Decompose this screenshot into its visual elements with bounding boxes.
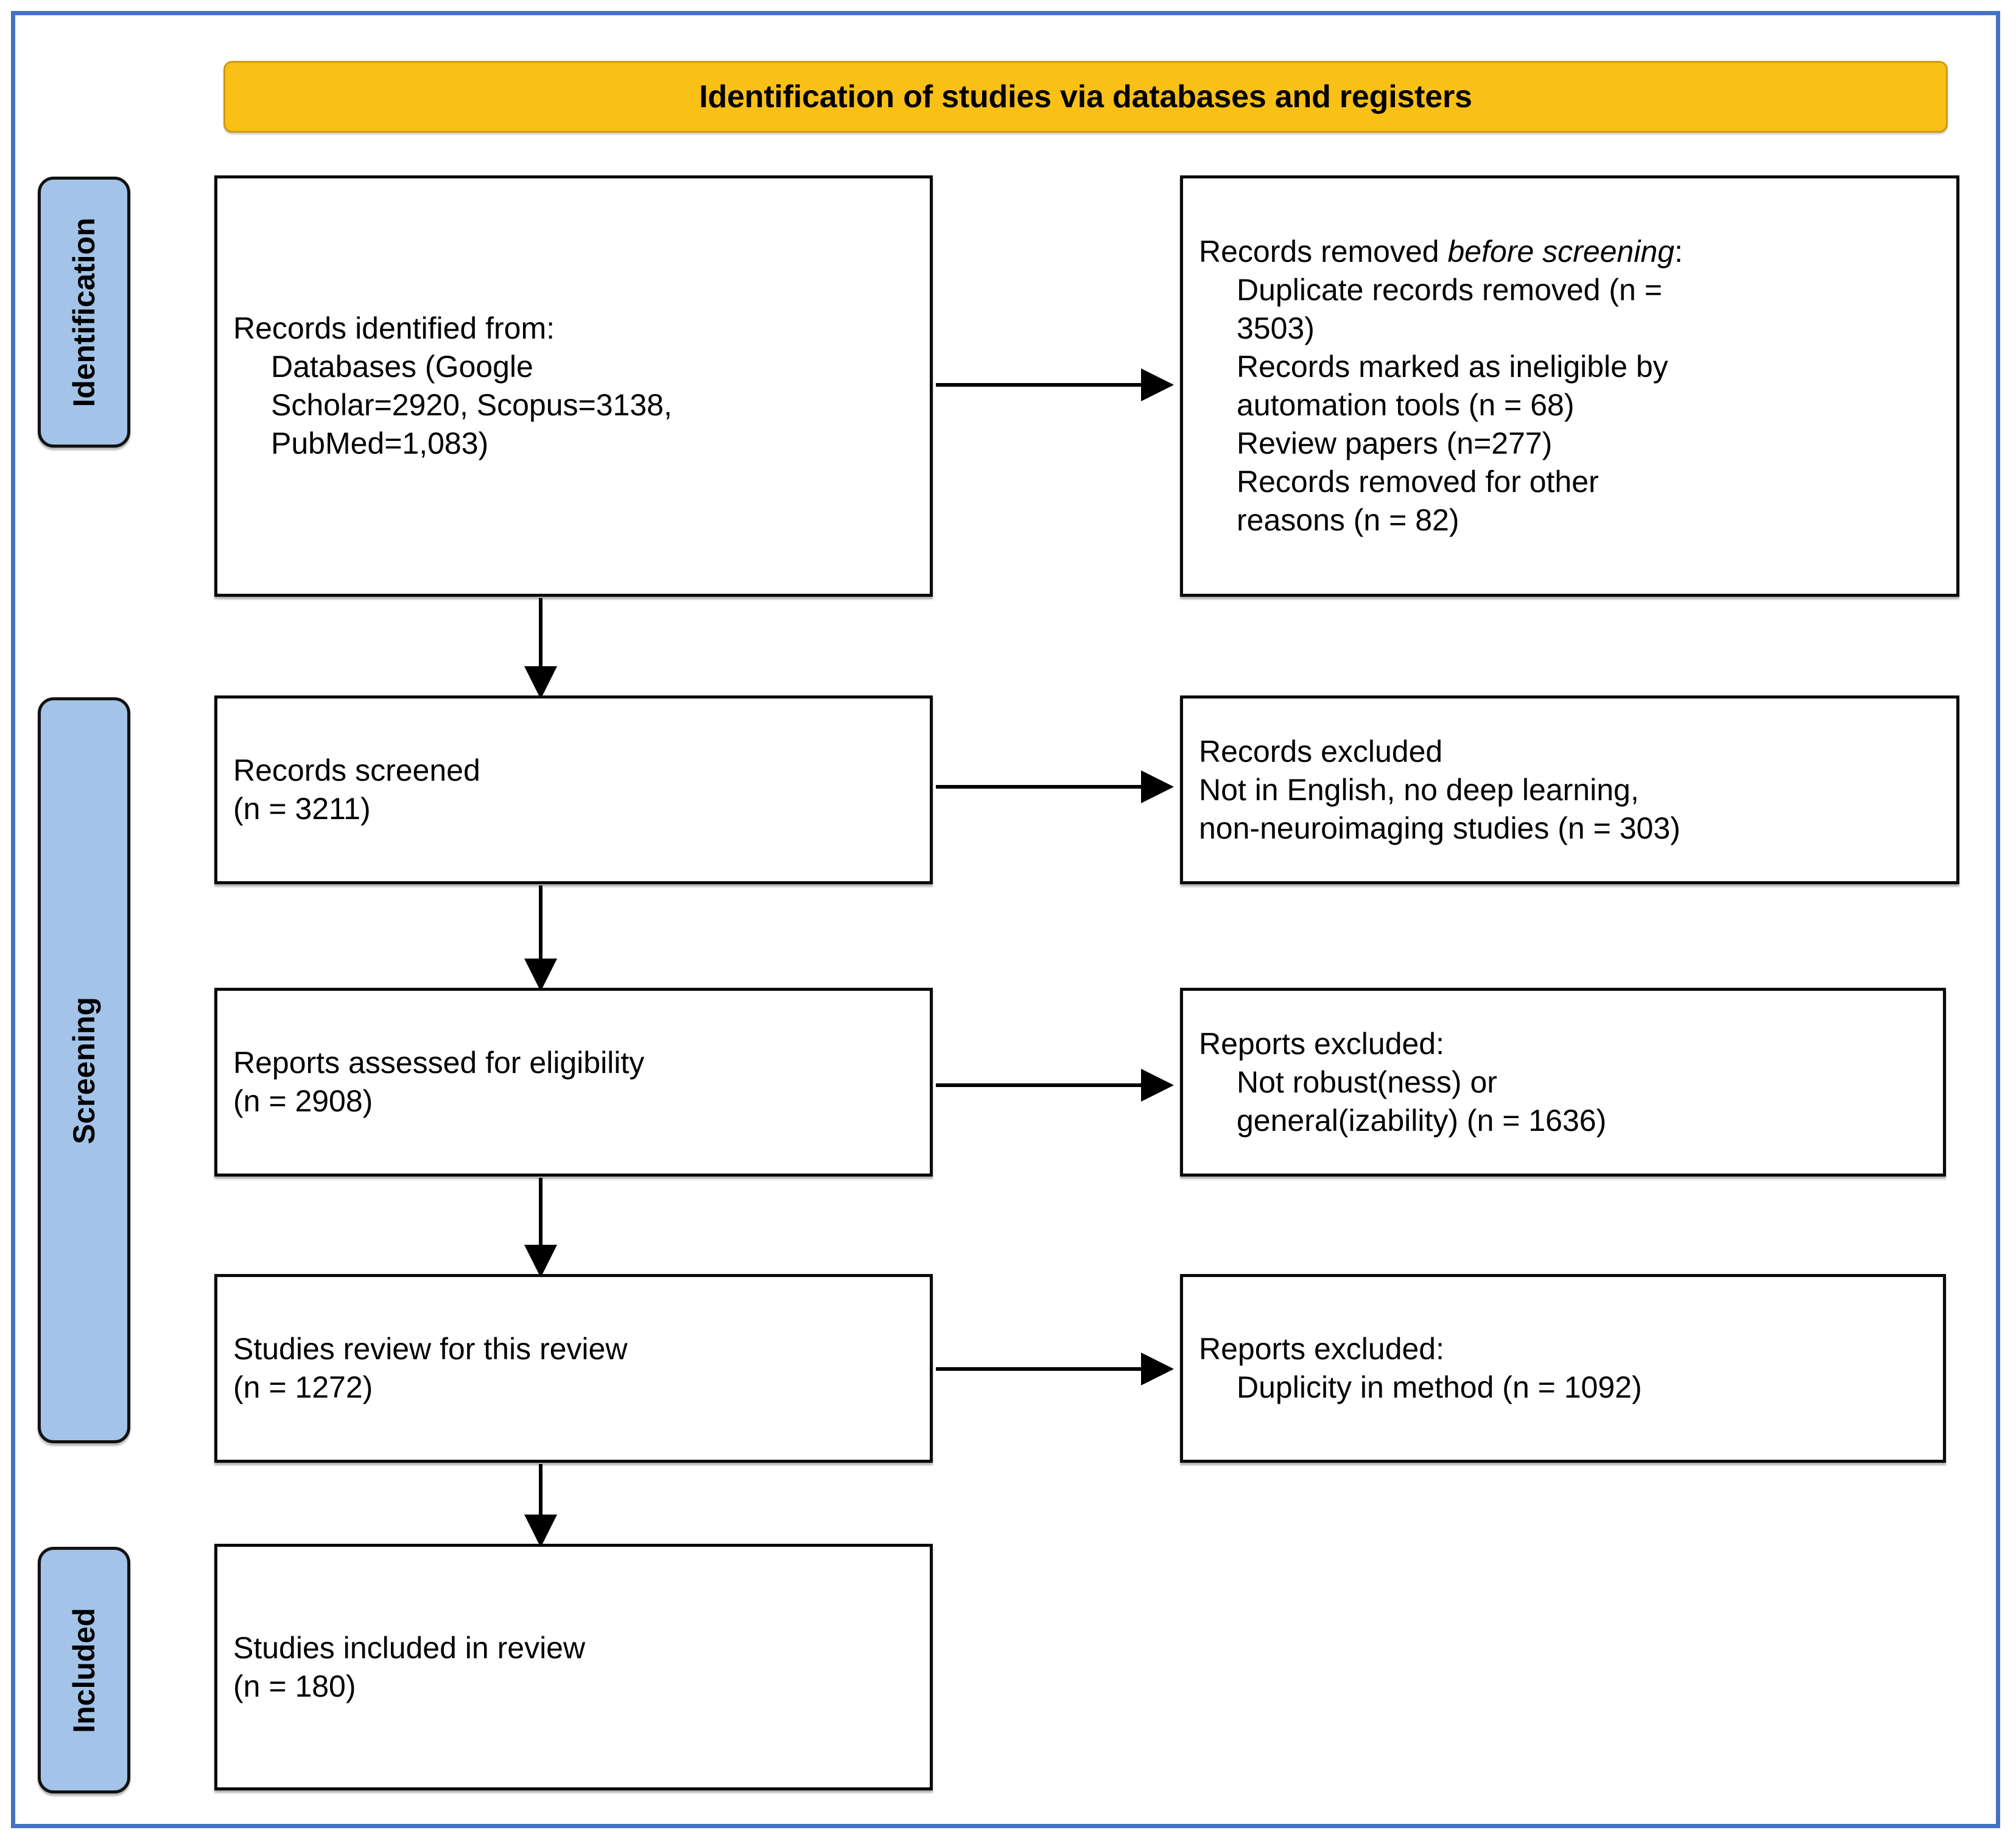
box-line: (n = 180) — [233, 1669, 356, 1703]
box-records-identified: Records identified from: Databases (Goog… — [214, 175, 933, 597]
box-line: reasons (n = 82) — [1237, 503, 1459, 537]
box-line: Scholar=2920, Scopus=3138, — [271, 388, 672, 422]
removed-before-emphasis: before screening — [1447, 234, 1674, 269]
box-line: Not in English, no deep learning, — [1199, 772, 1639, 807]
box-line: non-neuroimaging studies (n = 303) — [1199, 811, 1681, 845]
box-line: Reports excluded: — [1199, 1026, 1445, 1061]
box-line-heading: Records removed before screening: — [1199, 233, 1940, 271]
box-line: Records marked as ineligible by — [1237, 350, 1668, 384]
phase-tab-identification: Identification — [38, 177, 130, 448]
box-line: Review papers (n=277) — [1237, 426, 1553, 460]
box-line: Records screened — [233, 753, 480, 787]
box-line: Records identified from: — [233, 311, 555, 345]
box-line: Duplicity in method (n = 1092) — [1237, 1370, 1642, 1404]
phase-tab-included: Included — [38, 1547, 130, 1793]
box-line: Databases (Google — [271, 350, 533, 384]
box-studies-included-in-review: Studies included in review (n = 180) — [214, 1544, 933, 1790]
removed-before-suffix: : — [1674, 234, 1683, 269]
removed-before-prefix: Records removed — [1199, 234, 1448, 269]
box-line: Studies review for this review — [233, 1332, 628, 1366]
box-line: automation tools (n = 68) — [1237, 388, 1575, 422]
box-line: Reports assessed for eligibility — [233, 1046, 645, 1080]
box-line: PubMed=1,083) — [271, 426, 489, 460]
header-banner: Identification of studies via databases … — [223, 61, 1948, 133]
phase-label-identification: Identification — [67, 217, 101, 407]
box-line: Duplicate records removed (n = — [1237, 273, 1662, 307]
box-records-removed-before-screening: Records removed before screening: Duplic… — [1180, 175, 1959, 597]
header-title: Identification of studies via databases … — [699, 79, 1472, 114]
phase-label-screening: Screening — [67, 996, 101, 1144]
box-line: 3503) — [1237, 311, 1315, 345]
box-line: (n = 3211) — [233, 792, 371, 826]
box-records-excluded: Records excluded Not in English, no deep… — [1180, 695, 1959, 884]
box-line: Reports excluded: — [1199, 1332, 1445, 1366]
box-line: Not robust(ness) or — [1237, 1065, 1497, 1099]
box-reports-excluded-duplicity: Reports excluded: Duplicity in method (n… — [1180, 1274, 1946, 1463]
box-records-screened: Records screened (n = 3211) — [214, 695, 933, 884]
box-line: Records removed for other — [1237, 465, 1599, 499]
box-line: (n = 1272) — [233, 1370, 373, 1404]
phase-tab-screening: Screening — [38, 697, 130, 1443]
box-line: Records excluded — [1199, 734, 1443, 769]
box-reports-assessed-for-eligibility: Reports assessed for eligibility (n = 29… — [214, 988, 933, 1177]
box-reports-excluded-robustness: Reports excluded: Not robust(ness) or ge… — [1180, 988, 1946, 1177]
box-line: general(izability) (n = 1636) — [1237, 1103, 1607, 1138]
box-line: (n = 2908) — [233, 1084, 373, 1118]
phase-label-included: Included — [67, 1607, 101, 1733]
box-line: Studies included in review — [233, 1630, 586, 1665]
box-studies-review-for-this-review: Studies review for this review (n = 1272… — [214, 1274, 933, 1463]
